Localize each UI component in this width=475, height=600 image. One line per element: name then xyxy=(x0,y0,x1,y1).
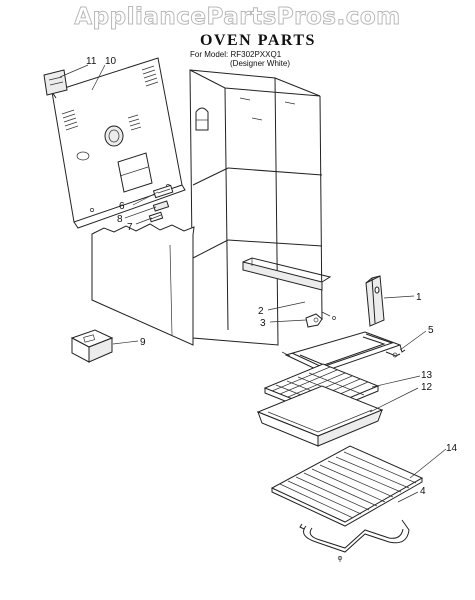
callout-1: 1 xyxy=(416,292,422,303)
callout-5: 5 xyxy=(428,325,434,336)
bottom-rail xyxy=(242,257,332,291)
broiler-pan xyxy=(256,385,384,447)
terminal-block xyxy=(152,184,174,199)
cover-plate xyxy=(43,69,68,96)
leader-lines xyxy=(59,64,447,503)
rail-clip xyxy=(305,311,336,328)
callout-4: 4 xyxy=(420,486,426,497)
callout-14: 14 xyxy=(446,443,458,454)
callout-13: 13 xyxy=(421,370,433,381)
callout-8: 8 xyxy=(117,214,123,225)
callout-6: 6 xyxy=(119,201,125,212)
watermark: AppliancePartsPros.com xyxy=(74,4,401,31)
callout-10: 10 xyxy=(105,56,117,67)
callout-11: 11 xyxy=(86,56,97,67)
terminal-screw xyxy=(148,211,164,223)
side-bracket xyxy=(365,275,385,327)
model-line: For Model: RF302PXXQ1 xyxy=(190,50,282,59)
callout-7: 7 xyxy=(127,222,133,233)
terminal-clip xyxy=(152,200,170,212)
oven-rack xyxy=(270,445,424,527)
sub-line: (Designer White) xyxy=(230,59,291,68)
callout-2: 2 xyxy=(258,306,264,317)
callout-3: 3 xyxy=(260,318,266,329)
side-panel xyxy=(91,223,195,346)
broil-element xyxy=(299,519,410,562)
page-title: OVEN PARTS xyxy=(200,32,316,49)
control-box xyxy=(70,329,114,363)
back-panel xyxy=(51,57,186,229)
callout-labels: 11 10 6 8 7 9 2 3 1 5 13 12 14 4 xyxy=(86,56,458,497)
bake-element xyxy=(281,331,406,373)
callout-9: 9 xyxy=(140,337,146,348)
oven-cabinet-frame xyxy=(189,69,323,346)
callout-12: 12 xyxy=(421,382,433,393)
